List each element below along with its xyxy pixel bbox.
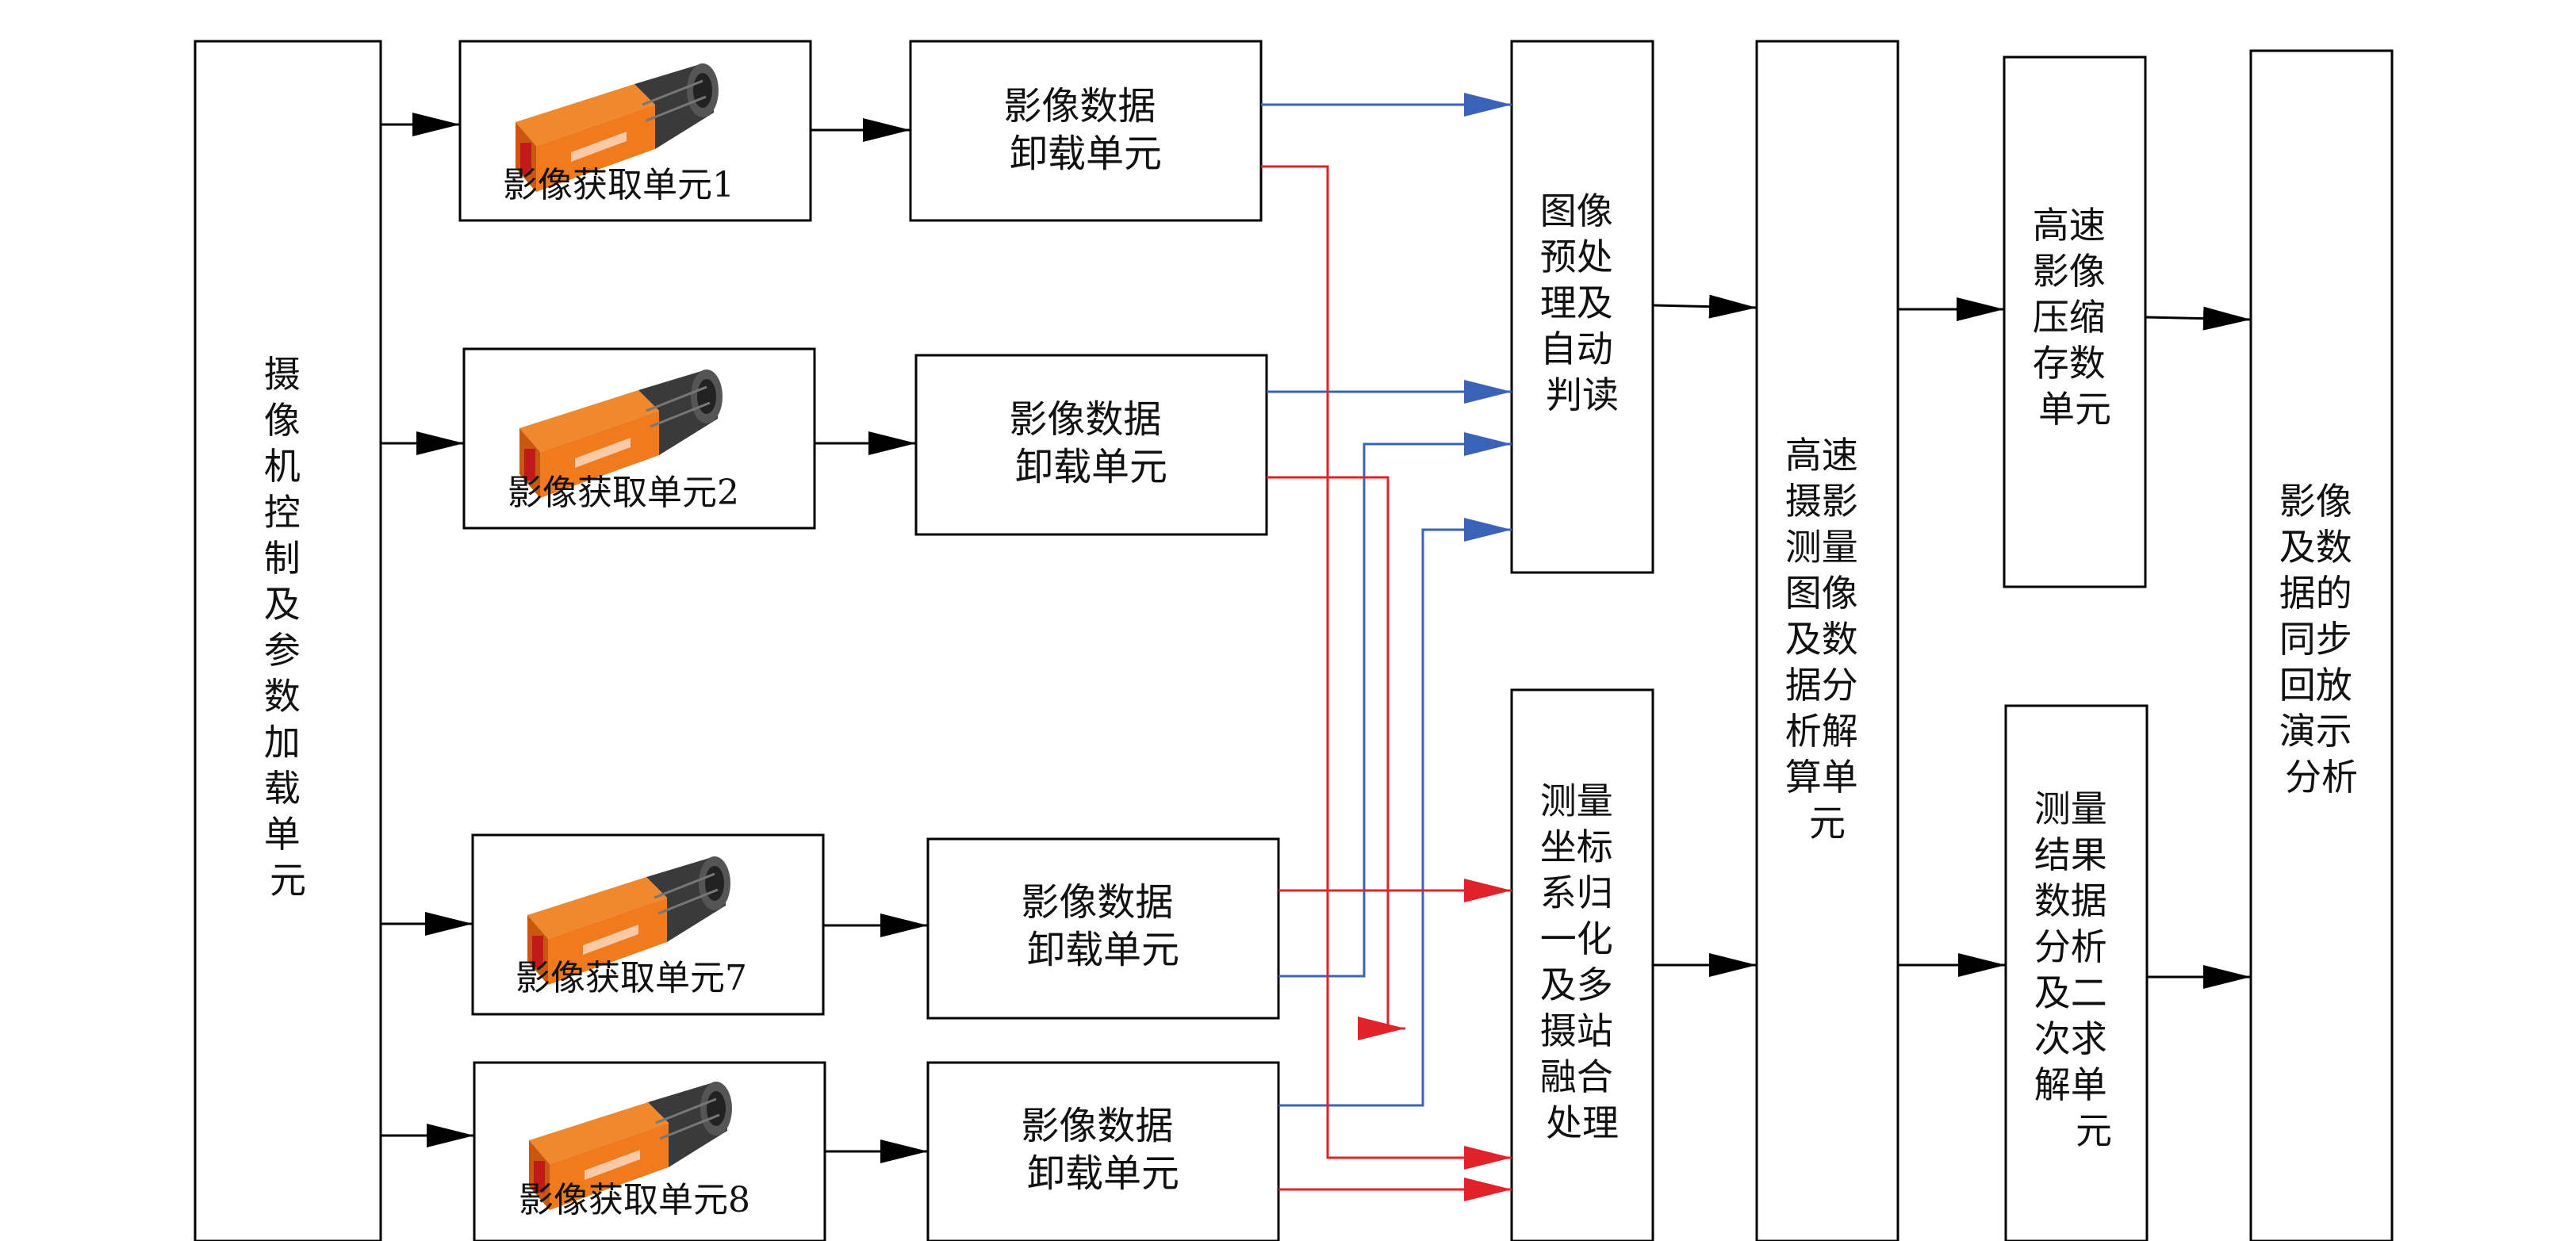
analysis-label: 高速 摄影 测量 图像 及数 据分 析解 算单 元 bbox=[1785, 434, 1870, 845]
red-unload2-to-normalize bbox=[1267, 476, 1405, 1040]
unload-unit-8-label: 影像数据 卸载单元 bbox=[1021, 1104, 1185, 1196]
black-connectors bbox=[381, 113, 2252, 1163]
blue-connectors bbox=[1261, 93, 1512, 1107]
acquisition-unit-2-label: 影像获取单元2 bbox=[508, 473, 739, 513]
blue-unload8-to-preprocess bbox=[1278, 518, 1512, 1107]
red-unload1-to-normalize bbox=[1261, 165, 1512, 1170]
playback-box: 影像 及数 据的 同步 回放 演示 分析 bbox=[2249, 49, 2394, 1241]
acquisition-unit-1-label: 影像获取单元1 bbox=[503, 165, 734, 205]
arrow-preprocess-to-analysis bbox=[1652, 294, 1758, 319]
acquisition-unit-7-label: 影像获取单元7 bbox=[516, 958, 747, 998]
normalize-box: 测量 坐标 系归 一化 及多 摄站 融合 处理 bbox=[1510, 688, 1654, 1241]
secondary-label: 测量 结果 数据 分析 及二 次求 解单 元 bbox=[2034, 787, 2119, 1152]
acquisition-unit-1: 影像获取单元1 bbox=[458, 40, 812, 222]
acquisition-unit-8: 影像获取单元8 bbox=[473, 1061, 826, 1241]
unload-unit-8: 影像数据 卸载单元 bbox=[926, 1061, 1280, 1241]
acquisition-unit-7: 影像获取单元7 bbox=[471, 833, 825, 1016]
acquisition-unit-2: 影像获取单元2 bbox=[462, 347, 816, 530]
red-connectors bbox=[1261, 165, 1512, 1201]
unload-unit-1: 影像数据 卸载单元 bbox=[909, 40, 1263, 222]
compress-box: 高速 影像 压缩 存数 单元 bbox=[2003, 56, 2147, 588]
camera-control-box bbox=[194, 40, 382, 1241]
unload-unit-2: 影像数据 卸载单元 bbox=[914, 354, 1268, 536]
preprocess-box: 图像 预处 理及 自动 判读 bbox=[1510, 40, 1654, 574]
camera-control-label: 摄 像 机 控 制 及 参 数 加 载 单 元 bbox=[264, 353, 312, 902]
preprocess-label: 图像 预处 理及 自动 判读 bbox=[1540, 190, 1625, 416]
acquisition-unit-8-label: 影像获取单元8 bbox=[519, 1180, 750, 1220]
unload-unit-1-label: 影像数据 卸载单元 bbox=[1003, 84, 1167, 176]
unload-unit-7: 影像数据 卸载单元 bbox=[926, 837, 1280, 1020]
compress-label: 高速 影像 压缩 存数 单元 bbox=[2033, 204, 2118, 431]
normalize-label: 测量 坐标 系归 一化 及多 摄站 融合 处理 bbox=[1540, 779, 1625, 1144]
arrow-compress-to-playback bbox=[2145, 306, 2252, 331]
blue-unload7-to-preprocess bbox=[1278, 432, 1512, 978]
unload-unit-7-label: 影像数据 卸载单元 bbox=[1021, 880, 1185, 972]
secondary-box: 测量 结果 数据 分析 及二 次求 解单 元 bbox=[2004, 704, 2149, 1241]
playback-label: 影像 及数 据的 同步 回放 演示 分析 bbox=[2279, 480, 2364, 799]
analysis-box: 高速 摄影 测量 图像 及数 据分 析解 算单 元 bbox=[1755, 40, 1899, 1241]
unload-unit-2-label: 影像数据 卸载单元 bbox=[1009, 397, 1173, 489]
